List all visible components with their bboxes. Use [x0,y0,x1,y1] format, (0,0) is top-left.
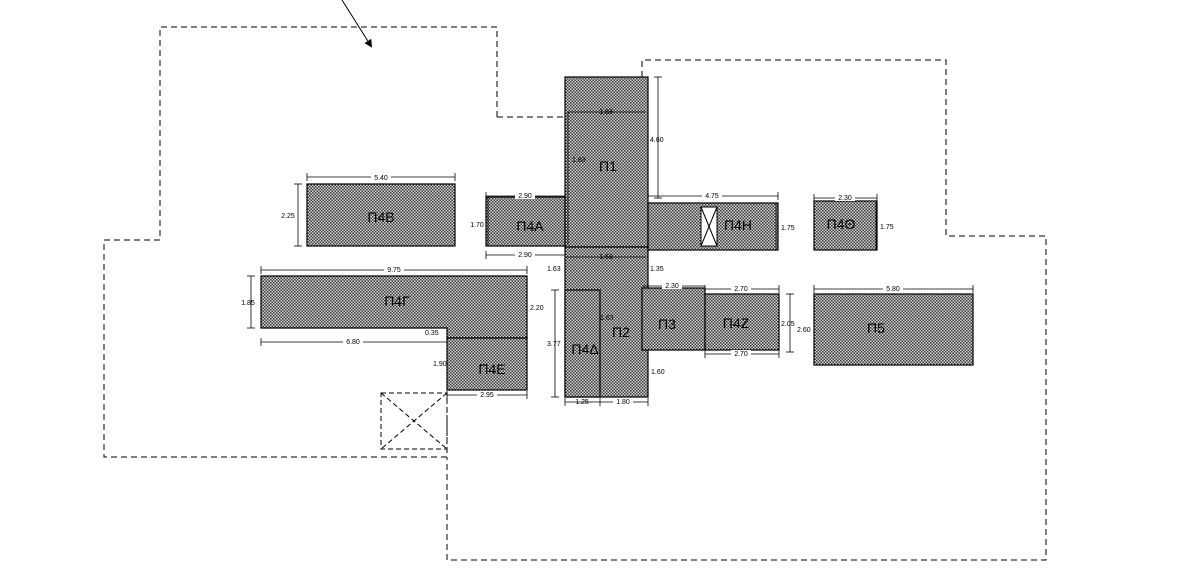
room-p4d [564,289,601,398]
dim-p3-top-gap: 1.35 [650,266,664,273]
dim-p4b-width: 5.40 [374,175,388,182]
room-label-p4th: Π4Θ [827,216,856,232]
room-p4b [306,183,456,247]
room-p4a [485,196,566,247]
room-label-p4z: Π4Ζ [723,315,750,331]
room-label-p4d: Π4Δ [571,341,598,357]
dim-p4g-width: 9.75 [387,267,401,274]
dim-p2-width: 1.80 [616,399,630,406]
shaft-crossed-icon [700,206,718,247]
dim-p4a-top: 2.90 [518,193,532,200]
dim-p4z-top: 2.70 [734,286,748,293]
dim-p4e-width: 2.95 [480,392,494,399]
dim-p1-inner-w: 1.63 [599,109,613,116]
room-label-p5: Π5 [867,320,885,336]
dim-p4e-height: 1.90 [433,361,447,368]
room-label-p1: Π1 [599,158,617,174]
dim-center-gap: 1.63 [547,266,561,273]
site-boundary-east [446,59,1047,561]
dim-p4g-height: 1.85 [241,300,255,307]
dim-p4d-inner: 1.63 [600,315,614,322]
dim-p4h-height: 1.75 [781,225,795,232]
room-label-p4h: Π4Η [724,217,752,233]
north-arrow-icon [341,0,373,48]
dim-p1-height: 4.60 [650,137,664,144]
room-p3 [641,287,706,351]
dim-p4g-step: 0.35 [425,330,439,337]
room-label-p2: Π2 [612,324,630,340]
dim-p3-width: 2.30 [665,283,679,290]
dim-p4z-height: 2.05 [781,321,795,328]
room-p4e [446,337,528,391]
dim-p3-bottom: 1.60 [651,369,665,376]
dim-p4z-bottom: 2.70 [734,351,748,358]
room-p1 [564,76,649,248]
room-label-p4e: Π4Ε [478,361,505,377]
room-label-p4b: Π4Β [367,209,394,225]
room-label-p3: Π3 [658,316,676,332]
room-p4th [813,200,878,251]
dim-p4th-height: 1.75 [880,224,894,231]
dim-p4th-width: 2.30 [838,195,852,202]
dim-p4d-width: 1.25 [575,399,589,406]
dim-p4g-right-h: 2.20 [530,305,544,312]
dim-p5-height-left: 2.60 [797,327,811,334]
dim-p5-width: 5.80 [886,286,900,293]
dim-center-inner: 1.63 [599,254,613,261]
dim-p2-left-h: 3.77 [547,341,561,348]
void-crossed-box [380,392,448,450]
dim-p4a-height: 1.70 [470,222,484,229]
dim-p4a-bottom: 2.90 [518,252,532,259]
room-label-p4a: Π4Α [516,218,544,234]
room-p5 [813,293,974,366]
dim-p1-inner-h: 1.63 [572,157,586,164]
dim-p4h-width: 4.75 [705,193,719,200]
room-label-p4g: Π4Γ [384,293,410,309]
dim-p4g-bottom: 6.80 [346,339,360,346]
dim-p4b-height: 2.25 [281,213,295,220]
